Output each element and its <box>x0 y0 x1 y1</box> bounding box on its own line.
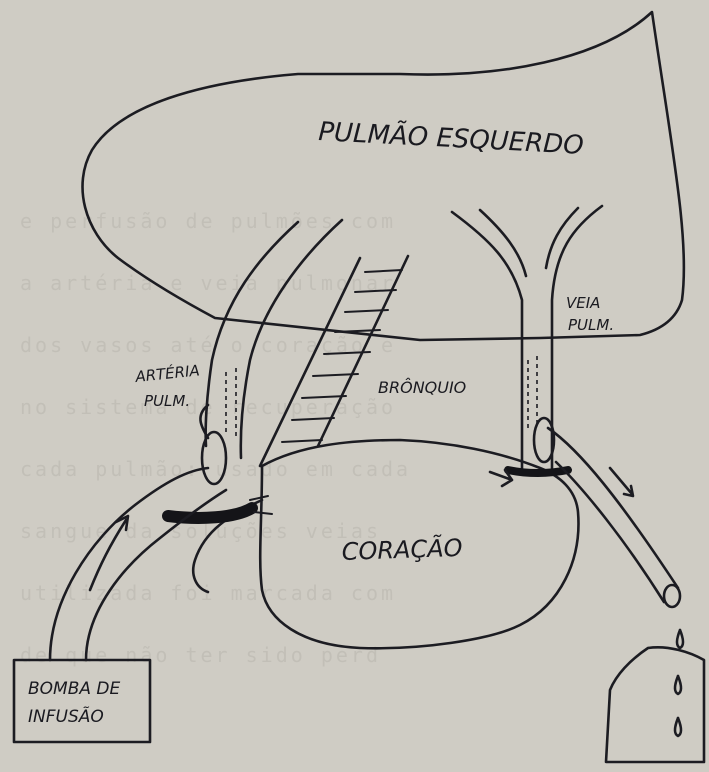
vein-ligature <box>508 470 568 473</box>
show-through-text: e perfusão de pulmões com a artéria e ve… <box>20 209 411 667</box>
label-left-lung: PULMÃO ESQUERDO <box>318 115 585 161</box>
svg-text:VEIA: VEIA <box>566 294 600 312</box>
label-bronchus: BRÔNQUIO <box>378 378 466 397</box>
outflow-tube <box>548 428 680 607</box>
svg-text:PULM.: PULM. <box>144 392 190 410</box>
svg-text:de que não ter sido perd: de que não ter sido perd <box>20 643 381 667</box>
svg-text:cada pulmão: usado em cada: cada pulmão: usado em cada <box>20 457 411 481</box>
svg-text:a artéria e veia pulmonar: a artéria e veia pulmonar <box>20 271 396 295</box>
infusion-pump-box <box>14 660 150 742</box>
svg-text:PULM.: PULM. <box>568 316 614 334</box>
svg-text:BOMBA DE: BOMBA DE <box>28 679 120 699</box>
artery-ligature <box>168 508 252 518</box>
label-infusion-pump: BOMBA DE INFUSÃO <box>28 679 120 727</box>
svg-text:INFUSÃO: INFUSÃO <box>28 705 104 727</box>
falling-drops <box>675 630 683 736</box>
collection-beaker <box>606 647 704 762</box>
svg-text:ARTÉRIA: ARTÉRIA <box>133 360 200 386</box>
label-pulmonary-vein: VEIA PULM. <box>566 294 614 334</box>
label-heart: CORAÇÃO <box>341 532 463 566</box>
outflow-direction-arrow <box>610 468 633 496</box>
